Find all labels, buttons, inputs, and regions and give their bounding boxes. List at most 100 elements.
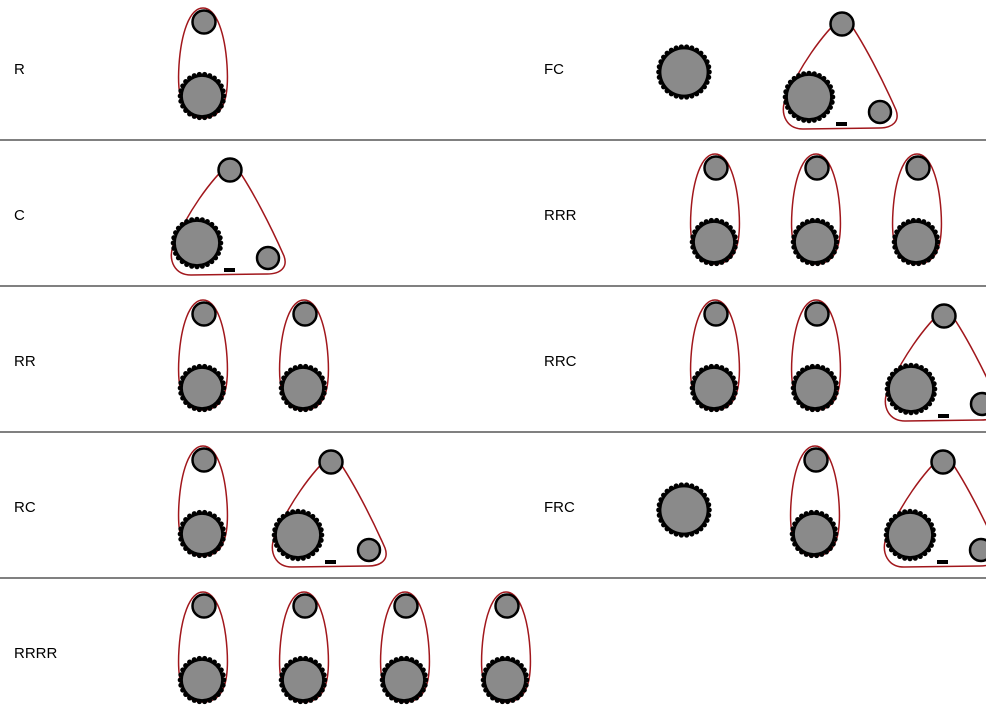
unit-r bbox=[177, 591, 229, 705]
config-cell: FRC bbox=[544, 445, 986, 568]
unit-r bbox=[891, 153, 943, 267]
idler-pulley bbox=[930, 449, 956, 475]
unit-r bbox=[480, 591, 532, 705]
idler-pulley bbox=[931, 303, 957, 329]
gear-face bbox=[283, 368, 323, 408]
tension-pulley bbox=[968, 537, 986, 563]
unit-r bbox=[689, 153, 741, 267]
chainring bbox=[379, 655, 429, 705]
chainring bbox=[278, 655, 328, 705]
unit-r bbox=[689, 299, 741, 413]
gear-face bbox=[182, 660, 222, 700]
belt-loop bbox=[883, 451, 986, 568]
idler-pulley bbox=[494, 593, 520, 619]
idler-pulley bbox=[703, 155, 729, 181]
belt-loop bbox=[170, 159, 286, 276]
unit-r bbox=[177, 299, 229, 413]
tension-pulley bbox=[255, 245, 281, 271]
gear-face bbox=[182, 514, 222, 554]
chainring bbox=[656, 44, 712, 100]
idler-pulley bbox=[292, 593, 318, 619]
config-cell: RRR bbox=[544, 153, 943, 267]
gear-face bbox=[694, 368, 734, 408]
chainring bbox=[177, 509, 227, 559]
tension-pulley bbox=[356, 537, 382, 563]
unit-c bbox=[884, 303, 986, 422]
chainring bbox=[177, 71, 227, 121]
gear-face bbox=[795, 222, 835, 262]
unit-r bbox=[379, 591, 431, 705]
gear-face bbox=[182, 76, 222, 116]
chainring bbox=[884, 362, 938, 416]
belt-loop bbox=[271, 451, 387, 568]
unit-r bbox=[278, 299, 330, 413]
gear-face bbox=[384, 660, 424, 700]
gear-face bbox=[794, 514, 834, 554]
gear-face bbox=[889, 367, 933, 411]
config-label: RC bbox=[14, 499, 36, 516]
gear-face bbox=[175, 221, 219, 265]
idler-pulley bbox=[803, 447, 829, 473]
mount-block bbox=[836, 122, 847, 126]
config-cell: RC bbox=[14, 445, 387, 568]
chainring bbox=[689, 217, 739, 267]
chainring bbox=[689, 363, 739, 413]
chainring bbox=[790, 217, 840, 267]
idler-pulley bbox=[191, 9, 217, 35]
chainring bbox=[883, 508, 937, 562]
unit-c bbox=[271, 449, 387, 568]
idler-pulley bbox=[318, 449, 344, 475]
idler-pulley bbox=[191, 593, 217, 619]
idler-pulley bbox=[829, 11, 855, 37]
config-cell: RRC bbox=[544, 299, 986, 422]
mount-block bbox=[325, 560, 336, 564]
unit-r bbox=[790, 153, 842, 267]
chainring bbox=[656, 482, 712, 538]
idler-pulley bbox=[292, 301, 318, 327]
config-label: FC bbox=[544, 61, 564, 78]
unit-f bbox=[656, 482, 712, 538]
gear-face bbox=[896, 222, 936, 262]
chainring bbox=[170, 216, 224, 270]
idler-pulley bbox=[703, 301, 729, 327]
unit-r bbox=[790, 299, 842, 413]
tension-pulley bbox=[867, 99, 893, 125]
idler-pulley bbox=[217, 157, 243, 183]
config-label: RR bbox=[14, 353, 36, 370]
chainring bbox=[271, 508, 325, 562]
config-label: FRC bbox=[544, 499, 575, 516]
chainring bbox=[480, 655, 530, 705]
idler-pulley bbox=[905, 155, 931, 181]
gear-face bbox=[182, 368, 222, 408]
chainring bbox=[891, 217, 941, 267]
unit-r bbox=[177, 7, 229, 121]
chainring bbox=[177, 655, 227, 705]
gear-face bbox=[888, 513, 932, 557]
belt-loop bbox=[782, 13, 898, 130]
config-label: RRRR bbox=[14, 645, 57, 662]
tension-pulley bbox=[969, 391, 986, 417]
gear-face bbox=[661, 49, 707, 95]
idler-pulley bbox=[191, 447, 217, 473]
unit-c bbox=[883, 449, 986, 568]
config-cell: R bbox=[14, 7, 229, 121]
belt-loop bbox=[884, 305, 986, 422]
idler-pulley bbox=[191, 301, 217, 327]
config-label: C bbox=[14, 207, 25, 224]
gear-face bbox=[485, 660, 525, 700]
unit-c bbox=[782, 11, 898, 130]
unit-r bbox=[177, 445, 229, 559]
config-cell: C bbox=[14, 157, 286, 276]
unit-r bbox=[789, 445, 841, 559]
config-label: RRR bbox=[544, 207, 577, 224]
chainring bbox=[789, 509, 839, 559]
gear-face bbox=[795, 368, 835, 408]
gear-face bbox=[694, 222, 734, 262]
mount-block bbox=[224, 268, 235, 272]
idler-pulley bbox=[804, 155, 830, 181]
mount-block bbox=[938, 414, 949, 418]
chainring bbox=[177, 363, 227, 413]
config-cell: RRRR bbox=[14, 591, 532, 705]
gear-face bbox=[661, 487, 707, 533]
gear-face bbox=[787, 75, 831, 119]
